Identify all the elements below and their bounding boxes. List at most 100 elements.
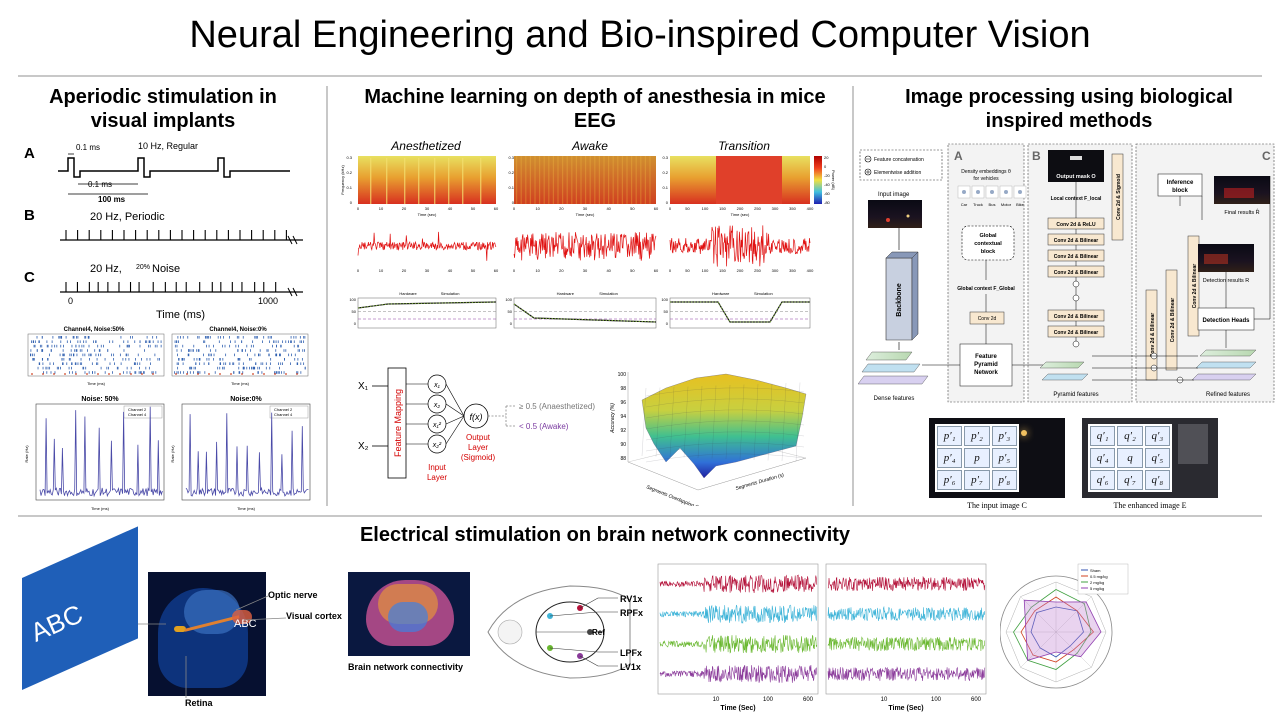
col-title-anesthetized: Anesthetized	[390, 139, 461, 153]
row-letter-a: A	[24, 145, 35, 162]
spec-xtick: 350	[789, 206, 796, 211]
spec-xtick: 30	[583, 206, 588, 211]
electrode-lv1x: LV1x	[620, 662, 641, 672]
eeg-channel-trace	[659, 664, 818, 683]
add-node	[1072, 294, 1080, 302]
legend-add: Elementwise addition	[874, 170, 921, 176]
grid-cell: q′₈	[1144, 470, 1170, 490]
grid-cell: q′₆	[1090, 470, 1116, 490]
section-a-label: A	[954, 149, 963, 163]
eeg-xtick: 40	[606, 268, 611, 273]
refined-features-label: Refined features	[1206, 392, 1250, 398]
add-node	[1072, 340, 1080, 348]
svg-text:Network: Network	[974, 370, 998, 376]
rate-xlabel-1: Time (ms)	[91, 506, 110, 511]
input-x2: X₂	[358, 441, 369, 452]
rate-trace-2	[185, 412, 309, 498]
eeg-xtick: 0	[357, 268, 360, 273]
radar-series	[1023, 599, 1102, 661]
retina-label: Retina	[185, 698, 213, 708]
eeg-channel-trace	[659, 635, 818, 654]
spec-ytick: 0.3	[346, 155, 352, 160]
output-awake: < 0.5 (Awake)	[519, 422, 569, 431]
global-contextual-block	[961, 225, 1015, 261]
feature-mapping-box	[387, 367, 407, 479]
nn-node-label: x₂	[433, 402, 441, 409]
grid-cell: q′₃	[1144, 426, 1170, 446]
spec-ytick: 0.1	[346, 185, 352, 190]
rate-title-1: Noise: 50%	[81, 396, 119, 403]
row-c-noise: Noise	[152, 263, 180, 275]
top-divider	[18, 75, 1262, 77]
pulse-train-b	[65, 230, 298, 245]
brain-network-image	[348, 572, 470, 656]
rate-legend-2a: Channel 2	[274, 407, 293, 412]
spectrogram-awake	[514, 156, 656, 204]
spec-xtick: 10	[379, 206, 384, 211]
add-node	[1072, 280, 1080, 288]
eeg-xtick: 10	[535, 268, 540, 273]
spec-ytick: 0	[512, 200, 515, 205]
spec-xtick: 50	[630, 206, 635, 211]
vertical-conv-label: Conv 2d & Bilinear	[1150, 313, 1156, 358]
input-layer-2: Layer	[427, 473, 447, 482]
svg-text:Pyramid: Pyramid	[974, 362, 998, 368]
depth-ytick: 100	[349, 297, 356, 302]
spec-ytick: 0.3	[508, 155, 514, 160]
spec-ytick: 0.2	[508, 170, 514, 175]
surface-ztick: 100	[618, 372, 627, 378]
colorbar-tick: 20	[824, 155, 829, 160]
eeg-xtick: 50	[471, 268, 476, 273]
eeg-xtick: 30	[425, 268, 430, 273]
head-callout-lines	[138, 595, 286, 698]
local-context-label: Local context F_local	[1051, 196, 1102, 202]
grid-cell: q′₁	[1090, 426, 1116, 446]
nn-node-label: x₁	[433, 382, 441, 389]
depth-ytick: 100	[661, 297, 668, 302]
depth-legend-hardware: Hardware	[712, 291, 730, 296]
output-layer-1: Output	[466, 433, 491, 442]
head-abc-text: ABC	[234, 618, 257, 630]
col-title-transition: Transition	[718, 139, 770, 153]
vehicle-label: Car	[961, 202, 968, 207]
vertical-conv-label: Conv 2d & Bilinear	[1192, 264, 1198, 309]
pyramid-features-label: Pyramid features	[1053, 392, 1098, 398]
spec-xtick: 10	[535, 206, 540, 211]
vertical-conv-block	[1165, 269, 1178, 371]
col-title-awake: Awake	[571, 139, 608, 153]
nn-input-node	[427, 374, 447, 394]
spec-xtick: 0	[669, 206, 672, 211]
eeg-time-tick: 600	[971, 697, 982, 703]
eeg-xtick: 20	[402, 268, 407, 273]
spec-xlabel: Time (sec)	[418, 212, 437, 217]
grid-cell: q′₄	[1090, 448, 1116, 468]
spec-xtick: 50	[685, 206, 690, 211]
surface-ztick: 88	[620, 456, 626, 462]
spectrogram-anesthetized	[358, 156, 496, 204]
eeg-channel-trace	[827, 636, 986, 652]
spectrogram-ylabel: Frequency (kHz)	[340, 165, 345, 195]
axis-label: Time (ms)	[156, 309, 205, 321]
surface-ztick: 90	[620, 442, 626, 448]
vehicle-label: Bus	[989, 202, 996, 207]
eeg-xtick: 10	[379, 268, 384, 273]
rate-trace-1	[39, 406, 163, 498]
vehicle-label: Motor	[1001, 202, 1012, 207]
global-context-label: Global context F_Global	[957, 286, 1015, 292]
svg-text:Global: Global	[979, 233, 997, 239]
vertical-conv-label: Conv 2d & Bilinear	[1170, 298, 1176, 343]
spec-ytick: 0	[350, 200, 353, 205]
grid-cell: q′₅	[1144, 448, 1170, 468]
output-mask-label: Output mask O	[1056, 174, 1096, 180]
rate-ylabel-1: Rate (Hz)	[24, 445, 29, 463]
rate-plots: Noise: 50% Noise:0% Channel 2 Channel 4 …	[24, 396, 311, 511]
raster-plots: Channel4, Noise:50% Channel4, Noise:0% T…	[27, 327, 309, 386]
depth-legend-hardware: Hardware	[399, 291, 417, 296]
grid-cell: p	[964, 448, 990, 468]
eeg-xtick: 60	[654, 268, 659, 273]
section-c-label: C	[1262, 149, 1271, 163]
vertical-conv-label: Conv 2d & Sigmoid	[1116, 174, 1122, 220]
electrode-rpfx: RPFx	[620, 608, 643, 618]
